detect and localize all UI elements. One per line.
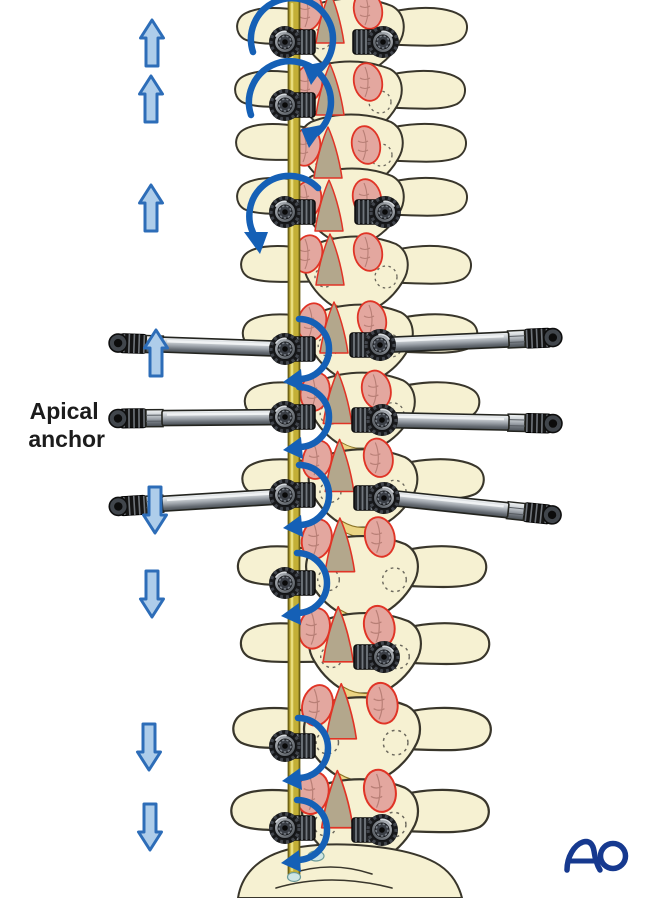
rod-screw-head	[267, 565, 317, 601]
rod-screw-head	[267, 399, 317, 435]
screw-head	[350, 812, 400, 848]
screw-head	[351, 24, 401, 60]
apical-anchor-label: Apical anchor	[28, 398, 105, 452]
down-arrow	[137, 802, 163, 852]
screw-head	[352, 480, 402, 516]
rod-screw-head	[267, 728, 317, 764]
ao-logo	[564, 838, 629, 873]
rod-screw-head	[267, 87, 317, 123]
reduction-screw-left	[107, 406, 291, 430]
up-arrow	[138, 74, 164, 124]
up-arrow	[138, 183, 164, 233]
rod-screw-head	[267, 194, 317, 230]
reduction-screw-right	[380, 409, 564, 435]
screw-head	[350, 402, 400, 438]
reduction-screw-left	[107, 485, 291, 518]
down-arrow	[139, 569, 165, 619]
rod-screw-head	[267, 24, 317, 60]
rod-screw-head	[267, 477, 317, 513]
rod-tip	[286, 871, 302, 883]
screw-head	[352, 639, 402, 675]
screw-head	[353, 194, 403, 230]
rod-screw-head	[267, 810, 317, 846]
down-arrow	[136, 722, 162, 772]
rod-screw-head	[267, 331, 317, 367]
distraction-arrows	[136, 18, 169, 852]
screw-head	[348, 327, 398, 363]
up-arrow	[139, 18, 165, 68]
sacrum	[237, 843, 463, 898]
